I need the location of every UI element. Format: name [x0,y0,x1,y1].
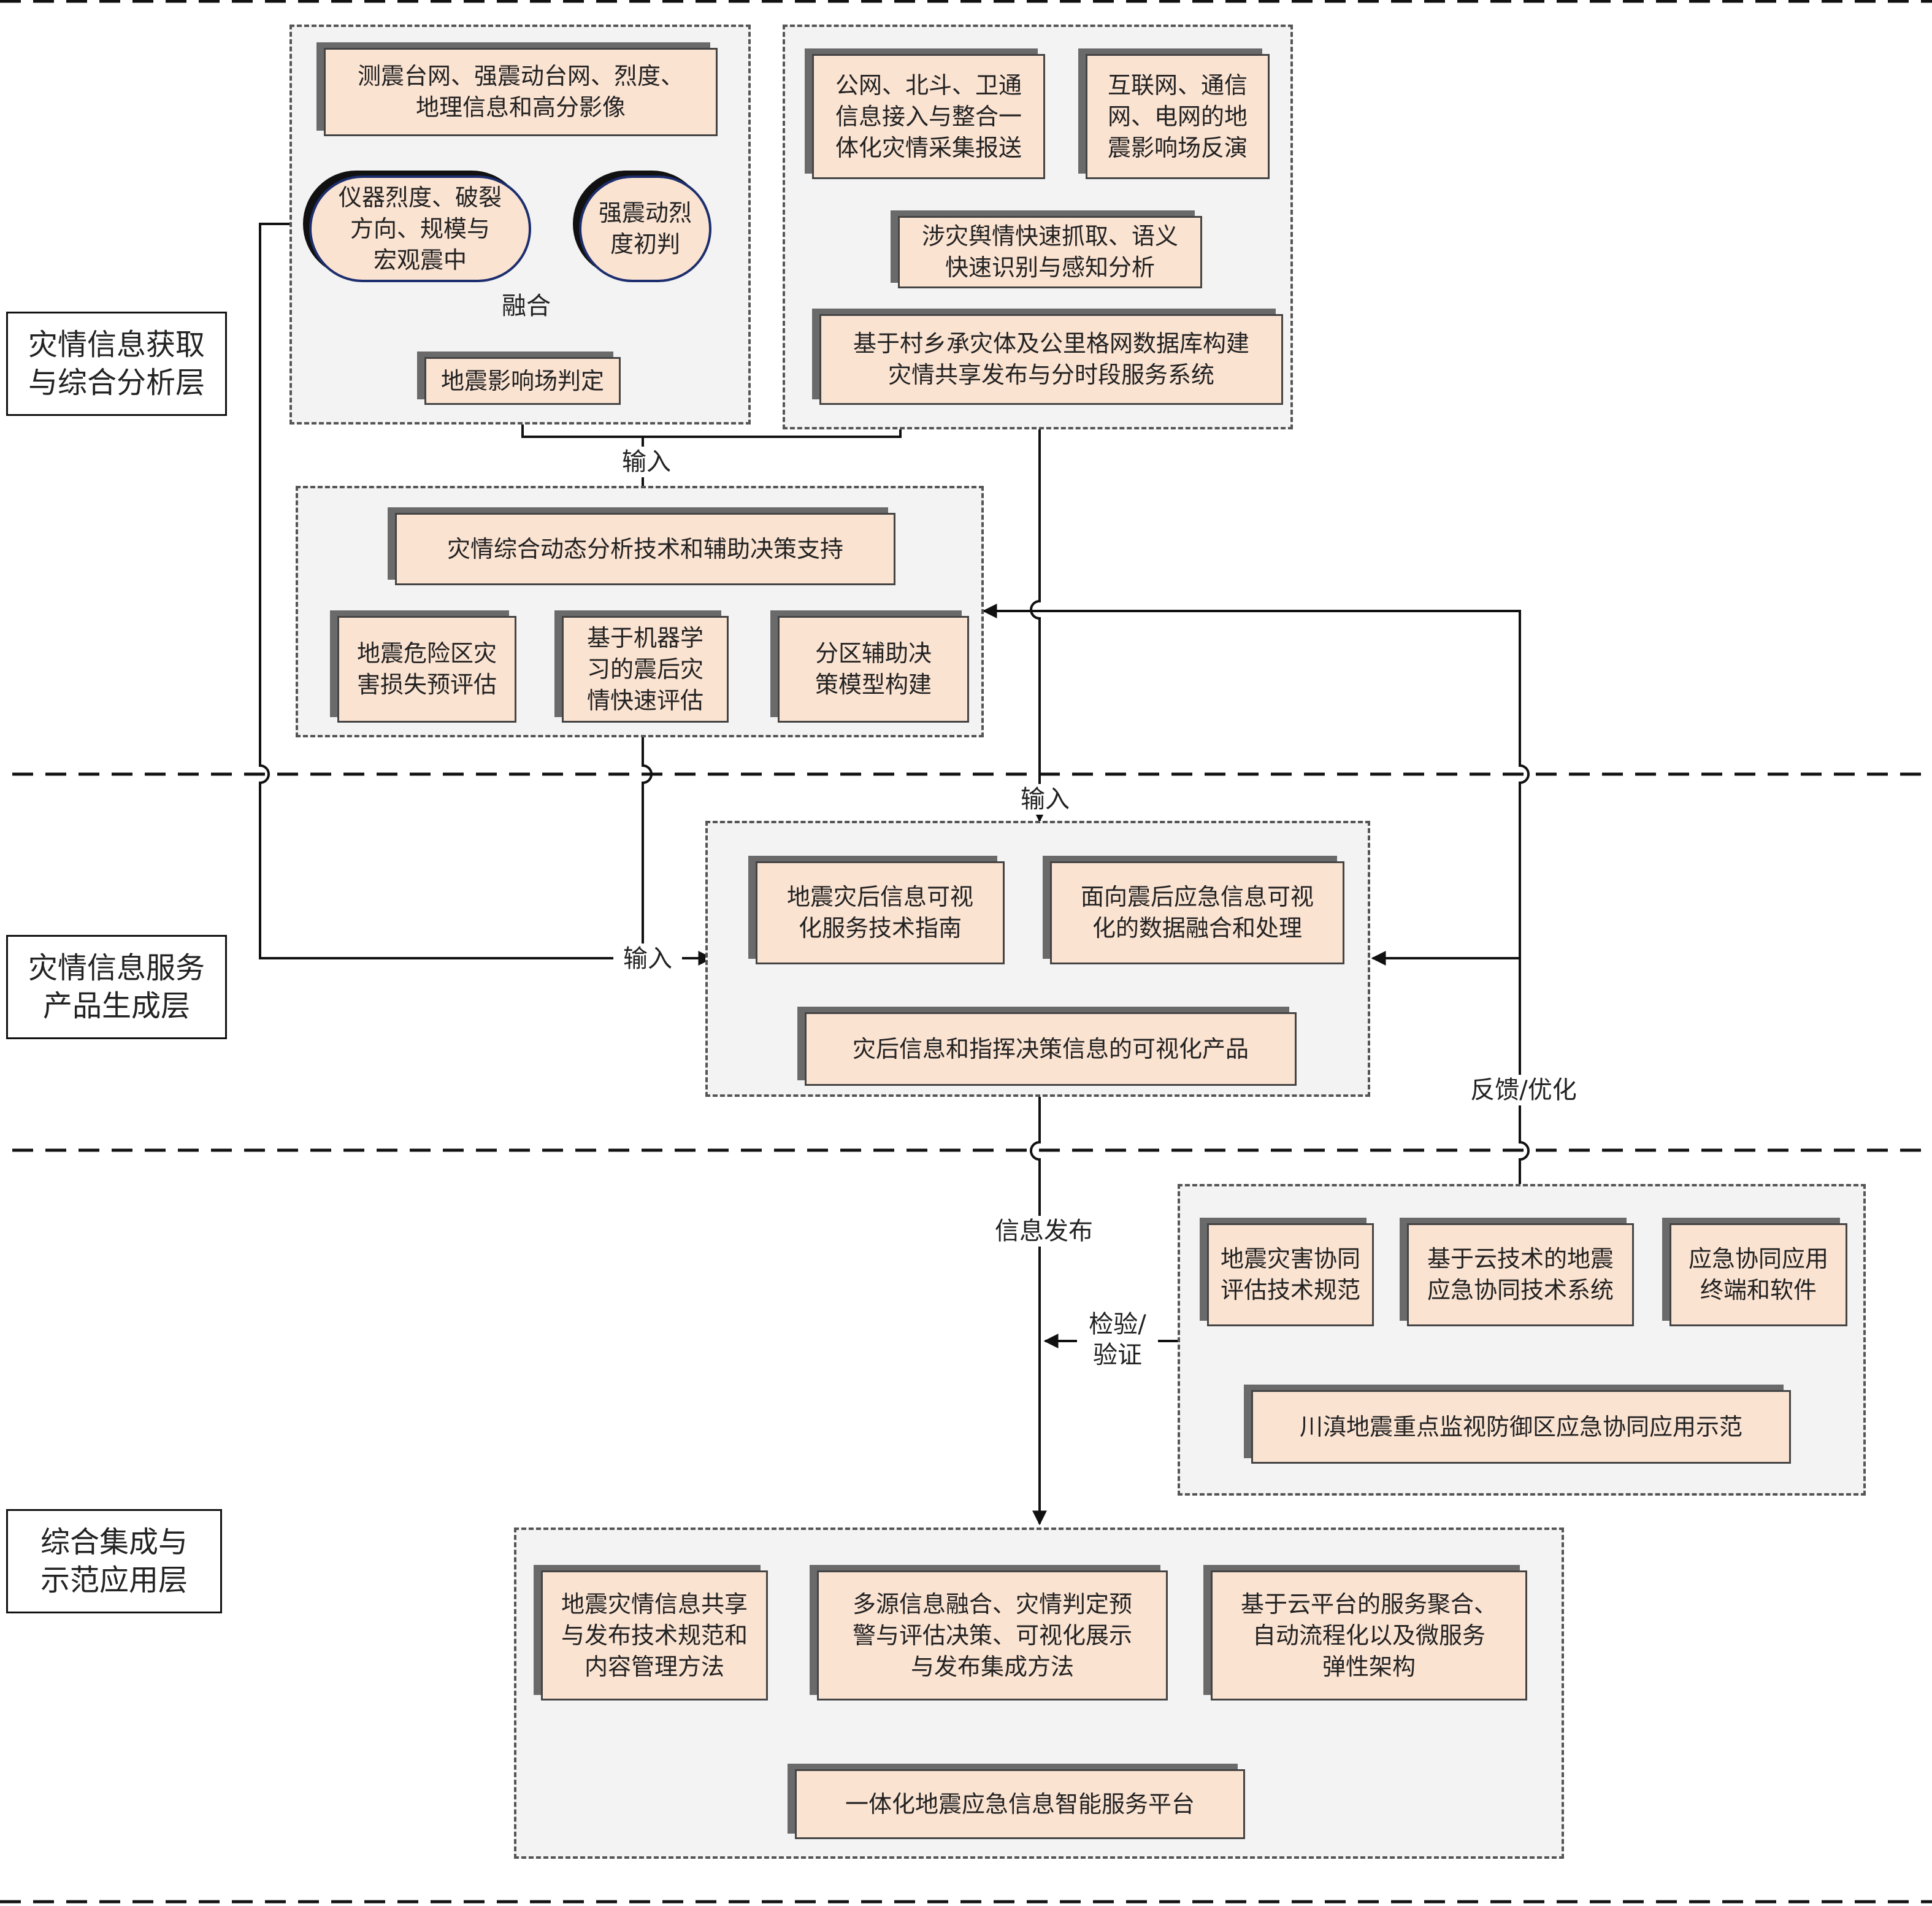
layer-label-integration: 综合集成与 示范应用层 [6,1509,222,1613]
box-beidou-collection: 公网、北斗、卫通 信息接入与整合一 体化灾情采集报送 [812,54,1045,179]
arrow-sharing-to-service [1030,429,1047,823]
box-public-opinion: 涉灾舆情快速抓取、语义 快速识别与感知分析 [898,216,1202,288]
box-source-network: 测震台网、强震动台网、烈度、 地理信息和高分影像 [324,48,718,136]
box-platform: 一体化地震应急信息智能服务平台 [795,1769,1245,1839]
label-input-service-left: 输入 [613,943,682,974]
label-verify: 检验/ 验证 [1077,1309,1158,1370]
box-zoning-model: 分区辅助决 策模型构建 [778,616,969,723]
box-vis-guide: 地震灾后信息可视 化服务技术指南 [756,861,1005,964]
box-cloud-system: 基于云技术的地震 应急协同技术系统 [1407,1223,1634,1326]
arrow-info-publish [1030,1097,1047,1526]
label-fusion: 融合 [491,291,562,321]
box-collab-spec: 地震灾害协同 评估技术规范 [1207,1223,1374,1326]
box-dynamic-analysis: 灾情综合动态分析技术和辅助决策支持 [395,513,895,585]
box-ml-assessment: 基于机器学 习的震后灾 情快速评估 [562,616,729,723]
box-influence-field: 地震影响场判定 [424,357,621,405]
box-terminal-software: 应急协同应用 终端和软件 [1669,1223,1847,1326]
box-sharing-system: 基于村乡承灾体及公里格网数据库构建 灾情共享发布与分时段服务系统 [819,314,1283,405]
box-risk-assessment: 地震危险区灾 害损失预评估 [337,616,516,723]
line-analysis-to-service [642,737,653,958]
layer-label-acquisition: 灾情信息获取 与综合分析层 [6,312,227,416]
label-info-publish: 信息发布 [990,1216,1098,1247]
box-internet-inversion: 互联网、通信 网、电网的地 震影响场反演 [1086,54,1270,179]
label-feedback: 反馈/优化 [1462,1075,1585,1105]
box-vis-product: 灾后信息和指挥决策信息的可视化产品 [805,1012,1297,1086]
label-input-analysis: 输入 [612,447,681,477]
box-cloud-service: 基于云平台的服务聚合、 自动流程化以及微服务 弹性架构 [1211,1570,1527,1700]
join-top-groups [521,425,902,438]
box-multi-source: 多源信息融合、灾情判定预 警与评估决策、可视化展示 与发布集成方法 [817,1570,1168,1700]
arrow-left-input-service [259,223,713,966]
box-data-fusion: 面向震后应急信息可视 化的数据融合和处理 [1050,861,1344,964]
layer-label-service: 灾情信息服务 产品生成层 [6,935,227,1039]
oval-instrument-intensity: 仪器烈度、破裂 方向、规模与 宏观震中 [309,175,531,282]
box-sharing-spec: 地震灾情信息共享 与发布技术规范和 内容管理方法 [541,1570,768,1700]
arrow-feedback-analysis [982,604,1530,1184]
label-input-service-top: 输入 [1011,784,1079,815]
box-demo: 川滇地震重点监视防御区应急协同应用示范 [1251,1390,1791,1464]
oval-strong-motion-prejudge: 强震动烈 度初判 [579,175,711,282]
